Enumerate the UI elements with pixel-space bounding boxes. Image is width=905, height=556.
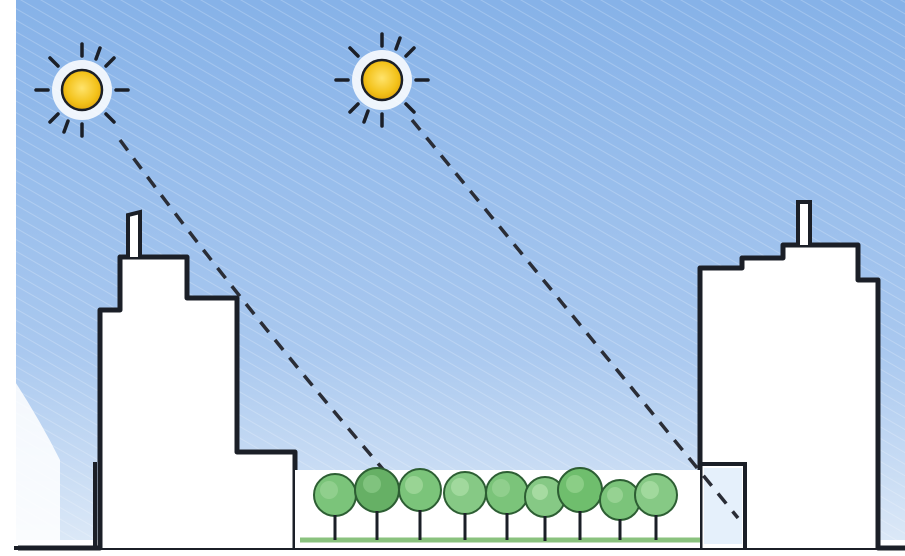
sun-shadow-sketch — [0, 0, 905, 556]
